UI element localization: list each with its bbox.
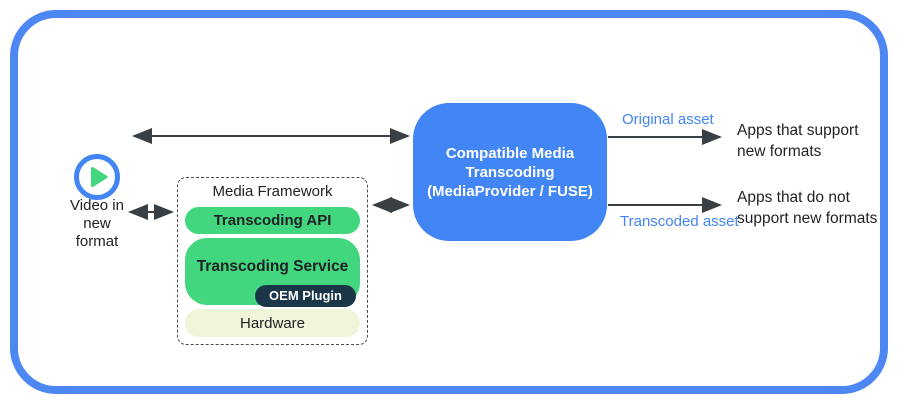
transcoding-api-layer: Transcoding API — [185, 207, 360, 234]
media-framework-box: Media Framework Transcoding API Transcod… — [177, 177, 368, 345]
transcoded-asset-label: Transcoded asset — [620, 213, 739, 230]
video-play-icon — [74, 154, 120, 200]
compatible-media-transcoding-box: Compatible Media Transcoding (MediaProvi… — [413, 103, 607, 241]
apps-support-label: Apps that support new formats — [737, 122, 859, 160]
apps-no-support-label: Apps that do not support new formats — [737, 189, 878, 227]
hardware-label: Hardware — [239, 314, 306, 332]
transcoding-service-layer: Transcoding Service OEM Plugin — [185, 238, 360, 307]
video-source-label: Video in new format — [70, 197, 124, 250]
oem-plugin-badge: OEM Plugin — [255, 285, 356, 307]
diagram-border — [10, 10, 888, 394]
media-framework-title: Media Framework — [212, 183, 333, 200]
transcoding-service-label: Transcoding Service — [196, 257, 349, 275]
transcoding-api-label: Transcoding API — [213, 212, 332, 229]
original-asset-label: Original asset — [622, 111, 714, 128]
hardware-layer: Hardware — [185, 309, 360, 337]
